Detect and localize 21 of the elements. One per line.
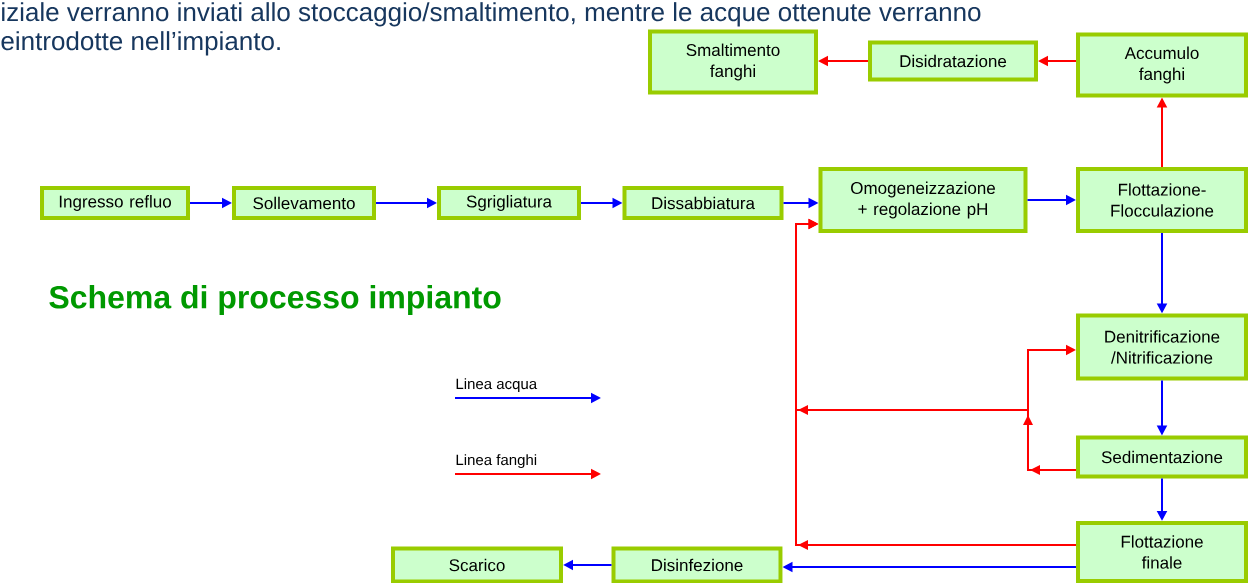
paragraph-text: eintrodotte nell’impianto.	[1, 31, 280, 56]
process-box: Sollevamento	[232, 186, 376, 220]
process-box: Ingresso refluo	[40, 186, 190, 220]
paragraph-text: iziale verranno inviati allo stoccaggio/smaltimento, mentre le acque ottenute verranno	[2, 2, 981, 27]
process-box: Flottazione- Flocculazione	[1076, 167, 1248, 233]
heading: Schema di processo impianto	[49, 285, 501, 315]
legend-label: Linea fanghi	[456, 454, 537, 469]
process-box: Disinfezione	[611, 546, 783, 583]
process-box: Sedimentazione	[1076, 435, 1248, 479]
process-box: Omogeneizzazione + regolazione pH	[818, 167, 1028, 233]
legend-label: Linea acqua	[456, 378, 538, 393]
process-box: Sgrigliatura	[437, 186, 581, 220]
process-box: Dissabbiatura	[622, 186, 784, 220]
process-box: Disidratazione	[868, 40, 1038, 82]
process-box: Flottazione finale	[1076, 521, 1248, 583]
process-box: Smaltimento fanghi	[648, 29, 818, 95]
process-box: Scarico	[391, 546, 563, 583]
arrow	[795, 218, 1077, 471]
process-box: Denitrificazione /Nitrificazione	[1076, 313, 1248, 381]
arrow	[1027, 344, 1077, 475]
process-box: Accumulo fanghi	[1076, 32, 1248, 98]
